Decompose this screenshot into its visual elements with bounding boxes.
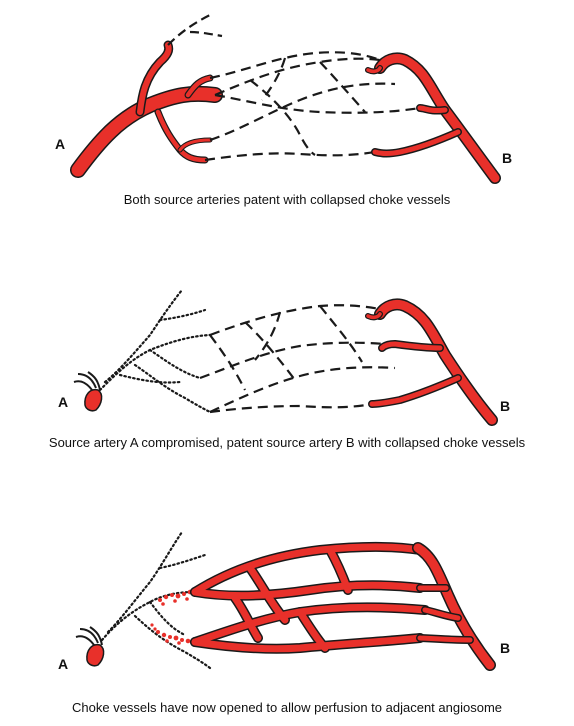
panel-1: A B Both source arteries patent with col… (0, 0, 574, 215)
source-artery-b (365, 298, 498, 426)
label-b: B (500, 640, 511, 656)
source-artery-a (70, 40, 223, 178)
diagram-2 (73, 288, 498, 426)
label-a: A (58, 656, 69, 672)
source-artery-b (365, 52, 501, 184)
choke-vessels-collapsed (199, 304, 396, 414)
choke-vessels-collapsed (204, 51, 421, 162)
panel-3: A B Choke vessels have now opened to all… (0, 520, 574, 726)
source-artery-b (412, 542, 496, 671)
label-b: B (502, 150, 513, 166)
choke-vessels-open (190, 542, 430, 654)
diagram-3 (75, 530, 496, 671)
label-a: A (55, 136, 66, 152)
perfusion-speckle (150, 589, 196, 645)
collapsed-branches-a (167, 14, 223, 46)
artery-a-stump (75, 626, 105, 667)
panel-2: A B Source artery A compromised, patent … (0, 280, 574, 470)
caption: Both source arteries patent with collaps… (123, 192, 451, 207)
diagram-1 (70, 14, 501, 184)
label-a: A (58, 394, 69, 410)
compromised-artery-a (98, 288, 212, 414)
caption: Choke vessels have now opened to allow p… (72, 700, 502, 715)
label-b: B (500, 398, 511, 414)
compromised-artery-a (100, 530, 212, 670)
caption: Source artery A compromised, patent sour… (48, 435, 526, 450)
artery-a-stump (73, 371, 103, 412)
